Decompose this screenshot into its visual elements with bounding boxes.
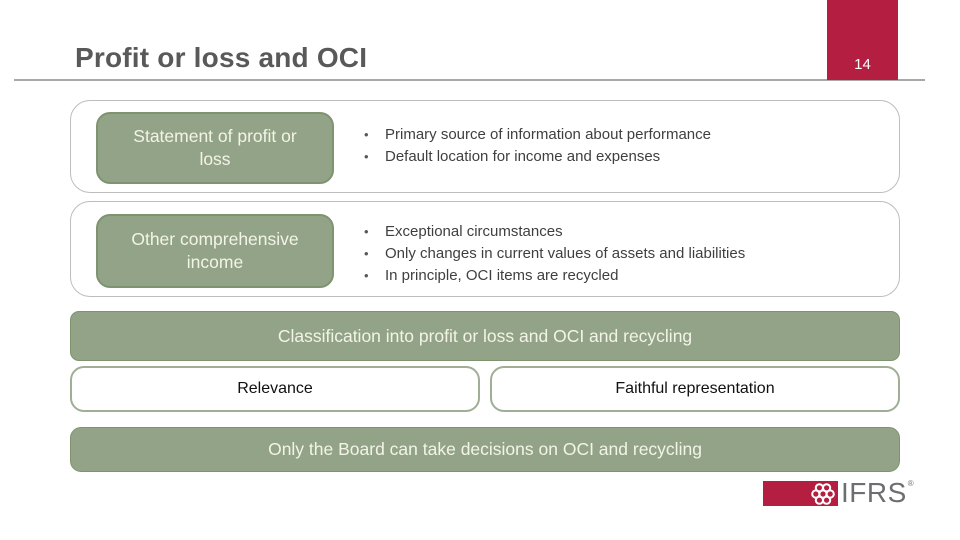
relevance-box: Relevance <box>70 366 480 412</box>
page-number: 14 <box>854 56 871 73</box>
oci-bullet-list: Exceptional circumstances Only changes i… <box>361 221 879 287</box>
statement-label: Statement of profit or loss <box>133 126 297 169</box>
statement-bullet-list: Primary source of information about perf… <box>361 124 879 168</box>
row-other-comprehensive-income: Other comprehensive income Exceptional c… <box>70 201 900 297</box>
ifrs-hexagon-flower-icon <box>811 482 835 505</box>
title-divider <box>14 79 925 81</box>
bullet-item: Primary source of information about perf… <box>361 124 879 146</box>
trademark-symbol: ® <box>907 479 915 488</box>
bullet-item: In principle, OCI items are recycled <box>361 265 879 287</box>
classification-banner: Classification into profit or loss and O… <box>70 311 900 361</box>
faithful-representation-box: Faithful representation <box>490 366 900 412</box>
page-title: Profit or loss and OCI <box>75 42 368 73</box>
ifrs-wordmark: IFRS® <box>841 477 915 509</box>
ifrs-brand-label: IFRS <box>841 477 907 508</box>
other-comprehensive-income-box: Other comprehensive income <box>96 214 334 288</box>
ifrs-logo-bar <box>763 481 838 506</box>
board-decision-banner: Only the Board can take decisions on OCI… <box>70 427 900 472</box>
bullet-item: Only changes in current values of assets… <box>361 243 879 265</box>
page-number-box: 14 <box>827 0 898 80</box>
row-statement-of-profit-or-loss: Statement of profit or loss Primary sour… <box>70 100 900 193</box>
bullet-item: Default location for income and expenses <box>361 146 879 168</box>
oci-label: Other comprehensive income <box>131 229 299 272</box>
statement-of-profit-or-loss-box: Statement of profit or loss <box>96 112 334 184</box>
bullet-item: Exceptional circumstances <box>361 221 879 243</box>
